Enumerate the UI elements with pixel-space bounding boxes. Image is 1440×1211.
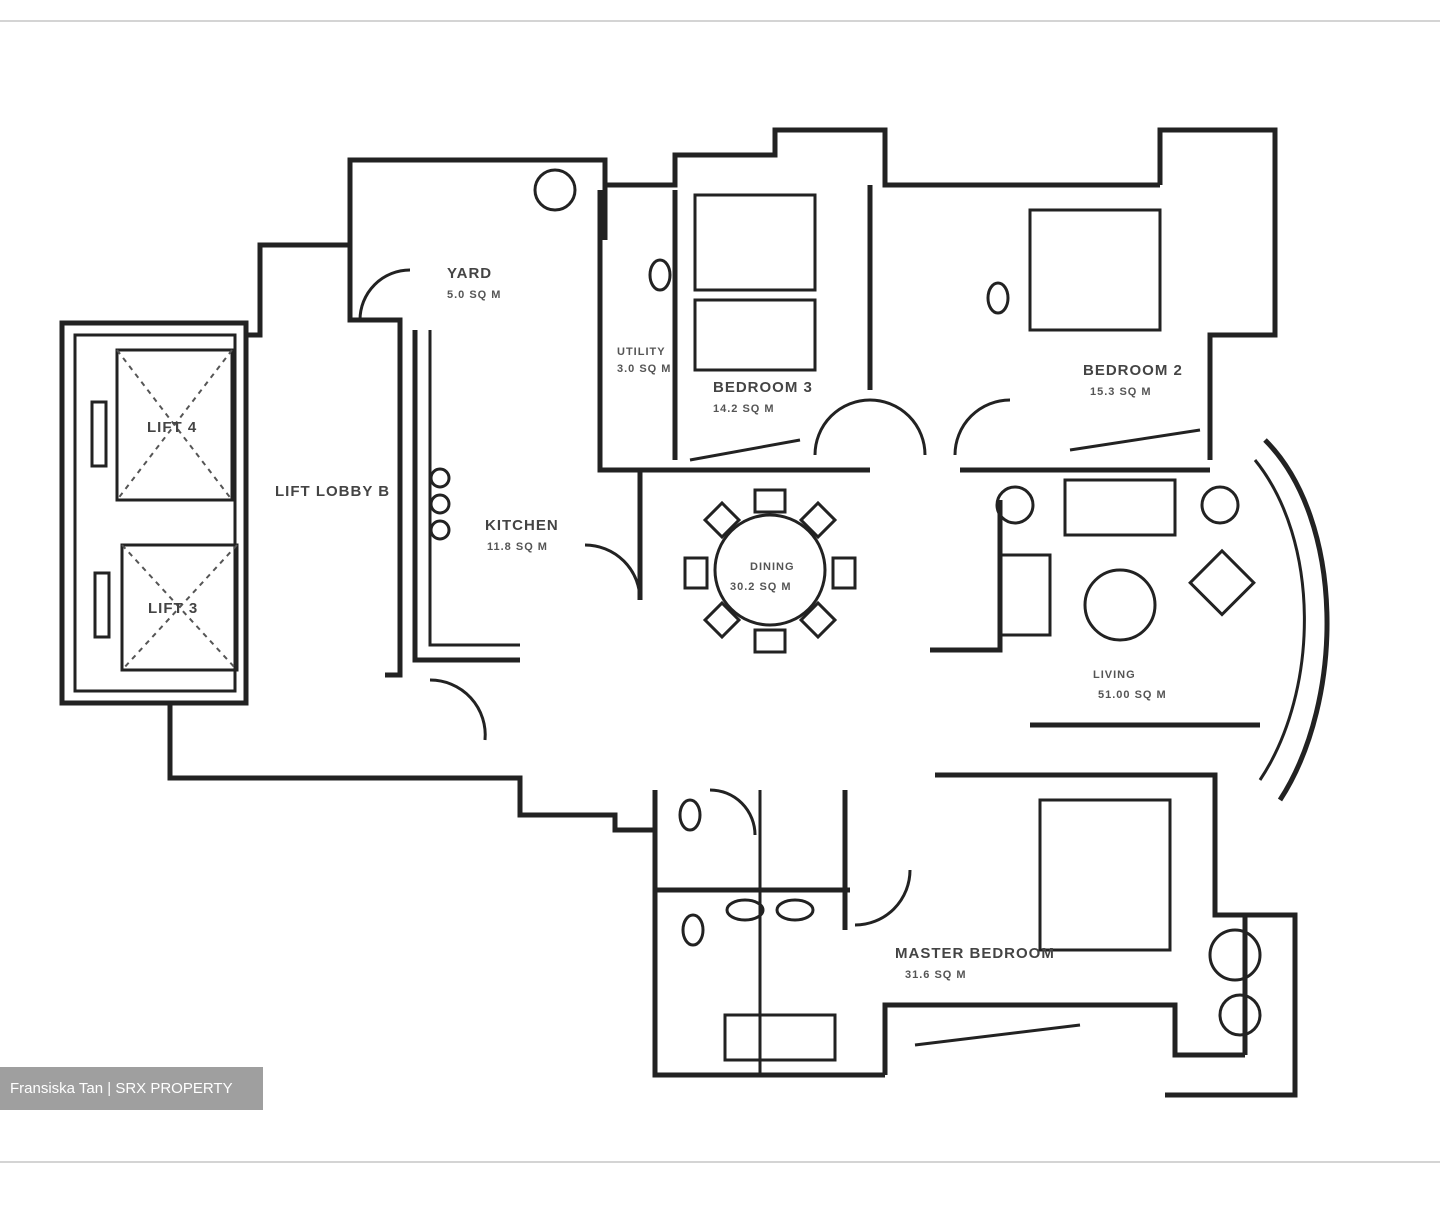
lift4-button-panel	[90, 400, 108, 468]
lift-lobby-wall	[246, 242, 403, 678]
bedroom3-label: BEDROOM 3	[713, 379, 813, 396]
kitchen-area: 11.8 SQ M	[487, 541, 548, 553]
utility-wall	[597, 190, 870, 473]
bedroom2-door	[953, 398, 1011, 456]
living-coffee-table	[1083, 568, 1157, 642]
lift-lobby-bottom-wall	[167, 703, 655, 833]
lift-shaft-inner	[73, 333, 237, 693]
dining-label: DINING	[750, 561, 795, 573]
bedroom3-area: 14.2 SQ M	[713, 403, 775, 415]
lift4-label: LIFT 4	[147, 419, 197, 436]
lift-shaft-outer	[59, 320, 249, 706]
master-area: 31.6 SQ M	[905, 969, 967, 981]
yard-label: YARD	[447, 265, 492, 282]
bottom-divider	[0, 1161, 1440, 1163]
lift3-label: LIFT 3	[148, 600, 198, 617]
living-area: 51.00 SQ M	[1098, 689, 1167, 701]
entrance-door	[429, 678, 487, 741]
master-left-wall	[652, 790, 885, 1078]
kitchen-inner	[428, 330, 520, 647]
dining-area: 30.2 SQ M	[730, 581, 792, 593]
right-top-wall	[1157, 127, 1278, 460]
master-label: MASTER BEDROOM	[895, 945, 1055, 962]
bath-door	[709, 788, 757, 836]
master-bottom-wall	[882, 1002, 1245, 1075]
bathtub	[723, 1013, 837, 1062]
lift-lobby-label: LIFT LOBBY B	[275, 483, 390, 500]
top-wall	[602, 127, 1160, 188]
kitchen-wall	[412, 330, 520, 663]
lift4-car	[115, 348, 234, 502]
lift3-button-panel	[93, 571, 111, 639]
utility-label: UTILITY	[617, 346, 666, 358]
yard-door	[358, 268, 411, 321]
yard-area: 5.0 SQ M	[447, 289, 501, 301]
master-right-wall	[1165, 912, 1298, 1098]
master-door	[854, 869, 912, 927]
living-curve-inner	[1253, 459, 1306, 781]
kitchen-door	[584, 543, 642, 601]
utility-area: 3.0 SQ M	[617, 363, 671, 375]
room-labels: YARD 5.0 SQ M UTILITY 3.0 SQ M BEDROOM 3…	[147, 265, 1183, 981]
bedroom2-label: BEDROOM 2	[1083, 362, 1183, 379]
top-divider	[0, 20, 1440, 22]
living-label: LIVING	[1093, 669, 1136, 681]
yard-wall	[347, 157, 608, 245]
bedroom3-door	[813, 398, 927, 456]
lift3-car	[120, 543, 239, 672]
dining-table	[713, 513, 827, 627]
living-curve	[1263, 438, 1330, 802]
watermark-badge: Fransiska Tan | SRX PROPERTY	[0, 1067, 263, 1110]
master-bed	[1038, 798, 1172, 952]
bedroom2-area: 15.3 SQ M	[1090, 386, 1152, 398]
kitchen-label: KITCHEN	[485, 517, 559, 534]
master-top-wall	[935, 772, 1245, 918]
living-left-wall	[930, 500, 1003, 653]
